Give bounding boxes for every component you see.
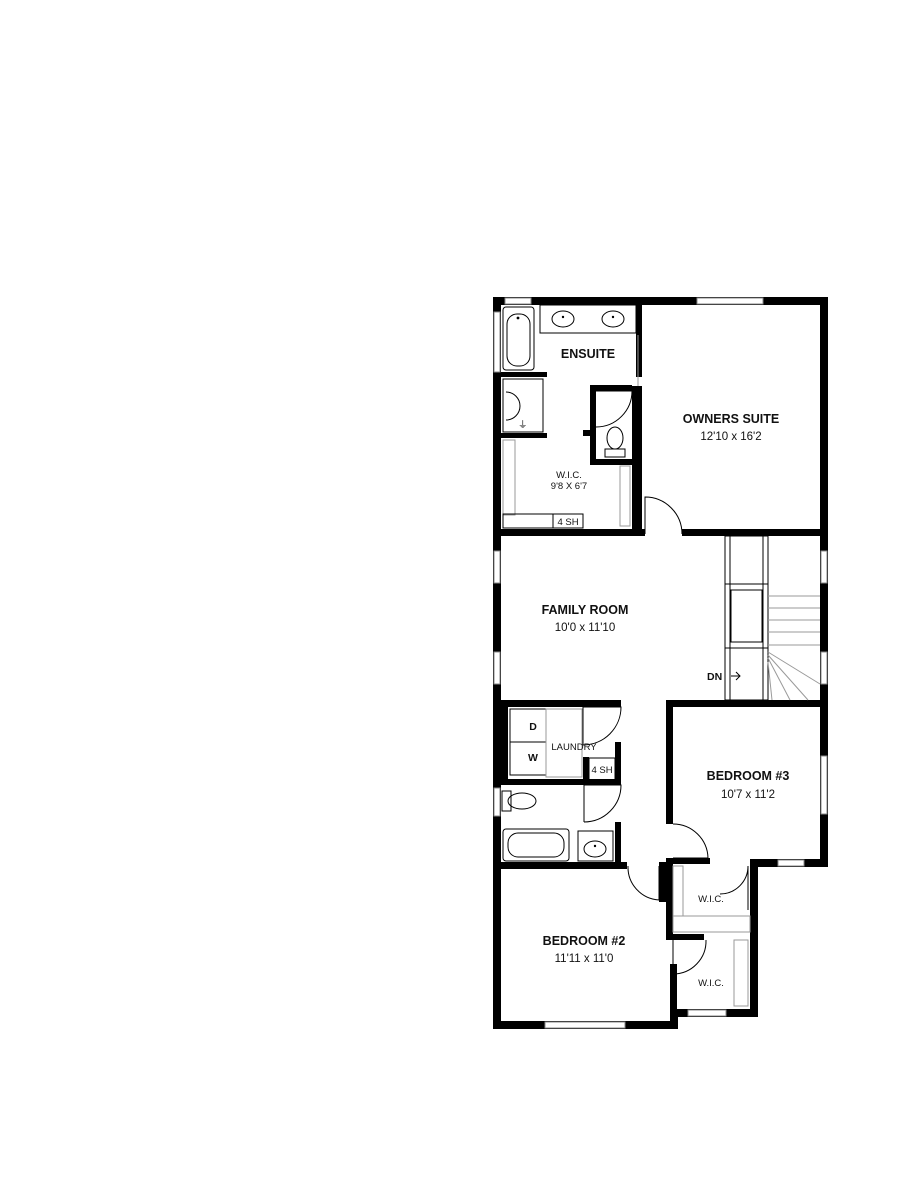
owners-suite-size: 12'10 x 16'2	[700, 431, 761, 443]
family-room-label: FAMILY ROOM	[542, 603, 629, 617]
washer-label: W	[528, 752, 538, 764]
family-room-size: 10'0 x 11'10	[555, 622, 615, 634]
stair-down-label: DN	[707, 671, 722, 683]
fixtures: ⏚	[501, 304, 821, 1007]
shelf-label-laundry: 4 SH	[591, 765, 612, 776]
bedroom3-label: BEDROOM #3	[707, 769, 790, 783]
dryer-icon	[509, 708, 547, 743]
bedroom2-label: BEDROOM #2	[543, 934, 626, 948]
sink-icon-3	[577, 830, 614, 862]
ensuite-label: ENSUITE	[561, 347, 615, 361]
shelf-label-owner: 4 SH	[557, 517, 578, 528]
bedroom2-size: 11'11 x 11'0	[555, 953, 614, 965]
sink-icon	[551, 310, 575, 328]
laundry-label: LAUNDRY	[551, 742, 597, 753]
svg-text:⏚: ⏚	[518, 420, 528, 431]
sink-icon	[601, 310, 625, 328]
wic-bed3-label: W.I.C.	[698, 894, 724, 905]
owners-suite-label: OWNERS SUITE	[683, 412, 780, 426]
wic-owner-label: W.I.C.	[556, 470, 582, 481]
bathtub-icon-2	[502, 828, 570, 862]
windows	[493, 297, 828, 1029]
toilet-icon	[604, 426, 626, 458]
bedroom3-size: 10'7 x 11'2	[721, 789, 775, 801]
bathtub-icon	[502, 306, 535, 371]
toilet-icon-2	[501, 790, 537, 812]
arrow-right-icon	[731, 671, 741, 681]
staircase	[724, 535, 821, 701]
wic-owner-size: 9'8 X 6'7	[551, 481, 587, 492]
dryer-label: D	[529, 721, 537, 733]
interior-walls	[493, 305, 828, 1022]
wic-bed2-label: W.I.C.	[698, 978, 724, 989]
